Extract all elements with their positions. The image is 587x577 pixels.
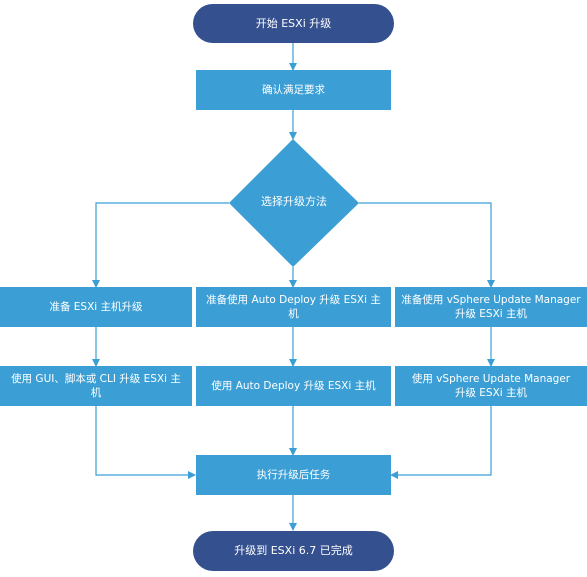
verify-requirements-box: 确认满足要求 (196, 70, 391, 110)
arrow-decision-to-right (359, 202, 495, 288)
post-tasks-label: 执行升级后任务 (256, 469, 331, 481)
left-upgrade-label: 使用 GUI、脚本或 CLI 升级 ESXi 主机 (11, 373, 181, 399)
post-upgrade-tasks-box: 执行升级后任务 (196, 455, 391, 495)
right-upgrade-label-line2: 升级 ESXi 主机 (454, 387, 528, 399)
middle-upgrade-box: 使用 Auto Deploy 升级 ESXi 主机 (196, 366, 391, 406)
decision-diamond (229, 139, 359, 267)
left-prepare-label: 准备 ESXi 主机升级 (49, 301, 143, 313)
right-upgrade-box: 使用 vSphere Update Manager 升级 ESXi 主机 (395, 366, 587, 406)
middle-prepare-box: 准备使用 Auto Deploy 升级 ESXi 主机 (196, 287, 391, 327)
verify-label: 确认满足要求 (262, 84, 325, 96)
right-prepare-box: 准备使用 vSphere Update Manager 升级 ESXi 主机 (395, 287, 587, 327)
start-label: 开始 ESXi 升级 (255, 16, 332, 30)
arrow-left-upgrade-to-post (95, 406, 196, 479)
middle-prepare-label: 准备使用 Auto Deploy 升级 ESXi 主机 (206, 294, 381, 320)
right-prepare-label-line2: 升级 ESXi 主机 (454, 308, 528, 320)
start-terminal: 开始 ESXi 升级 (193, 4, 394, 43)
right-upgrade-label-line1: 使用 vSphere Update Manager (411, 373, 571, 385)
middle-upgrade-label: 使用 Auto Deploy 升级 ESXi 主机 (211, 380, 376, 392)
left-upgrade-box: 使用 GUI、脚本或 CLI 升级 ESXi 主机 (0, 366, 192, 406)
arrow-decision-to-left (92, 202, 229, 288)
end-label: 升级到 ESXi 6.7 已完成 (234, 544, 353, 557)
decision-label: 选择升级方法 (261, 195, 327, 208)
end-terminal: 升级到 ESXi 6.7 已完成 (193, 531, 394, 571)
right-prepare-label-line1: 准备使用 vSphere Update Manager (401, 294, 581, 306)
left-prepare-box: 准备 ESXi 主机升级 (0, 287, 192, 327)
arrow-right-upgrade-to-post (390, 406, 492, 479)
